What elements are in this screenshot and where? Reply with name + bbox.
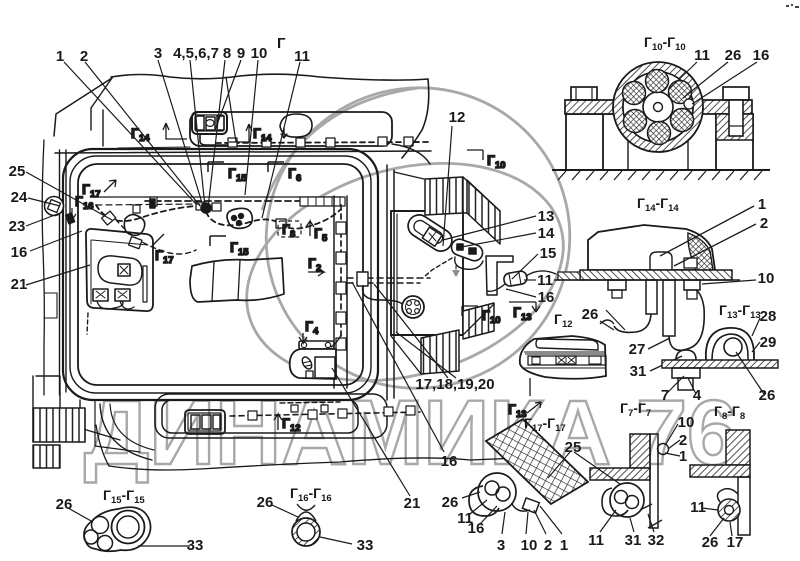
svg-text:26: 26 bbox=[702, 534, 719, 551]
svg-text:2: 2 bbox=[544, 537, 552, 554]
svg-text:1: 1 bbox=[679, 448, 687, 465]
svg-text:27: 27 bbox=[629, 341, 646, 358]
svg-text:16: 16 bbox=[538, 289, 555, 306]
svg-text:24: 24 bbox=[11, 189, 28, 206]
svg-text:28: 28 bbox=[760, 308, 777, 325]
svg-text:25: 25 bbox=[565, 439, 582, 456]
svg-text:10: 10 bbox=[251, 45, 268, 62]
svg-text:Г8-Г8: Г8-Г8 bbox=[714, 403, 745, 422]
svg-text:9: 9 bbox=[237, 45, 245, 62]
svg-text:3: 3 bbox=[497, 537, 505, 554]
svg-text:1: 1 bbox=[758, 196, 766, 213]
svg-text:11: 11 bbox=[537, 272, 553, 289]
svg-text:Г17: Г17 bbox=[155, 247, 174, 266]
svg-text:21: 21 bbox=[11, 276, 28, 293]
svg-text:3: 3 bbox=[154, 45, 162, 62]
svg-text:33: 33 bbox=[187, 537, 204, 554]
svg-text:31: 31 bbox=[630, 363, 647, 380]
svg-text:16: 16 bbox=[753, 47, 770, 64]
svg-text:4: 4 bbox=[693, 387, 702, 404]
svg-text:11: 11 bbox=[588, 532, 604, 549]
svg-text:26: 26 bbox=[56, 496, 73, 513]
svg-text:Г14: Г14 bbox=[253, 125, 272, 144]
svg-text:26: 26 bbox=[582, 306, 599, 323]
svg-text:29: 29 bbox=[760, 334, 777, 351]
svg-text:11: 11 bbox=[457, 510, 473, 527]
svg-text:7: 7 bbox=[661, 387, 669, 404]
svg-text:4,5,6,7: 4,5,6,7 bbox=[173, 45, 219, 62]
svg-text:26: 26 bbox=[725, 47, 742, 64]
svg-text:33: 33 bbox=[357, 537, 374, 554]
svg-text:26: 26 bbox=[759, 387, 776, 404]
svg-text:12: 12 bbox=[449, 109, 466, 126]
svg-text:32: 32 bbox=[648, 532, 665, 549]
svg-text:1: 1 bbox=[56, 48, 64, 65]
svg-text:11: 11 bbox=[694, 47, 710, 64]
svg-text:2: 2 bbox=[679, 432, 687, 449]
svg-text:Г15: Г15 bbox=[228, 165, 247, 184]
svg-text:15: 15 bbox=[540, 245, 557, 262]
svg-text:16: 16 bbox=[441, 453, 458, 470]
svg-text:10: 10 bbox=[758, 270, 775, 287]
svg-text:17: 17 bbox=[727, 534, 744, 551]
svg-text:23: 23 bbox=[9, 218, 26, 235]
svg-text:26: 26 bbox=[442, 494, 459, 511]
svg-text:11: 11 bbox=[294, 48, 310, 65]
svg-text:Г: Г bbox=[277, 35, 286, 52]
svg-text:25: 25 bbox=[9, 163, 26, 180]
svg-text:11: 11 bbox=[690, 499, 706, 516]
svg-text:16: 16 bbox=[468, 520, 485, 537]
svg-text:Г15: Г15 bbox=[230, 239, 249, 258]
svg-text:10: 10 bbox=[521, 537, 538, 554]
svg-text:17,18,19,20: 17,18,19,20 bbox=[415, 376, 494, 393]
svg-text:10: 10 bbox=[678, 414, 695, 431]
svg-text:Г7-Г7: Г7-Г7 bbox=[620, 400, 651, 419]
svg-text:16: 16 bbox=[11, 244, 28, 261]
svg-text:13: 13 bbox=[538, 208, 555, 225]
svg-text:8: 8 bbox=[223, 45, 231, 62]
svg-text:1: 1 bbox=[560, 537, 568, 554]
svg-text:2: 2 bbox=[760, 215, 768, 232]
svg-text:26: 26 bbox=[257, 494, 274, 511]
svg-text:21: 21 bbox=[404, 495, 421, 512]
svg-text:2: 2 bbox=[80, 48, 88, 65]
svg-text:14: 14 bbox=[538, 225, 555, 242]
svg-text:31: 31 bbox=[625, 532, 642, 549]
